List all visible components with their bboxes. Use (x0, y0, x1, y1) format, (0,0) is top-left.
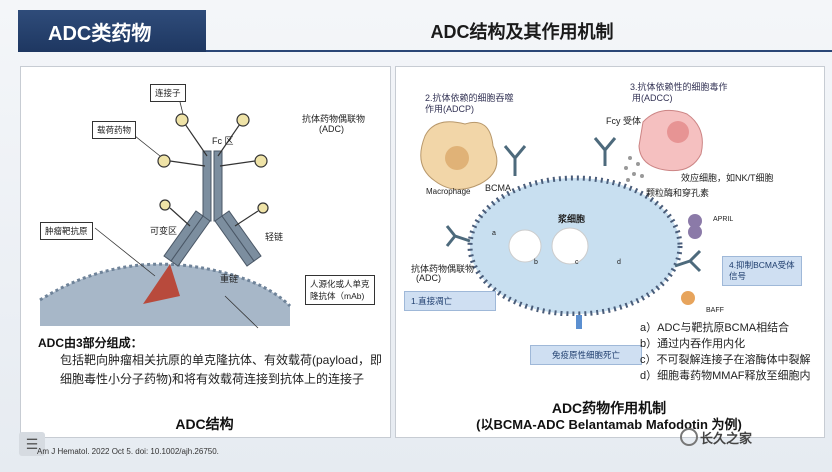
label-macrophage: Macrophage (426, 187, 471, 196)
page-title: ADC结构及其作用机制 (430, 22, 614, 42)
label-step-d: d (617, 259, 621, 266)
header-rule (206, 50, 832, 52)
label-fc: Fc 区 (212, 136, 234, 146)
right-caption: ADC药物作用机制 (551, 400, 667, 416)
effector-cell-shape (638, 109, 703, 172)
box-direct-apoptosis: 1.直接凋亡 (404, 291, 496, 311)
menu-icon[interactable]: ☰ (19, 432, 45, 456)
label-bcma: BCMA (485, 183, 512, 193)
label-baff: BAFF (706, 307, 724, 314)
label-april: APRIL (713, 216, 734, 223)
tumor-antigen-shape (143, 264, 180, 304)
desc-text: 包括靶向肿瘤相关抗原的单克隆抗体、有效载荷(payload，即细胞毒性小分子药物… (60, 353, 383, 386)
label-step-c: c (575, 259, 579, 266)
label-adc-name: 抗体药物偶联物 (302, 114, 366, 124)
label-adcc-1: 3.抗体依赖性的细胞毒作 (630, 82, 728, 92)
label-plasma-cell: 浆细胞 (558, 214, 586, 224)
watermark: 长久之家 (700, 431, 753, 446)
label-granzyme: 颗粒酶和穿孔素 (646, 188, 710, 198)
left-caption: ADC结构 (175, 416, 234, 432)
box-immunogenic-death: 免疫原性细胞死亡 (530, 345, 642, 365)
april-shape (688, 214, 702, 228)
label-adc-abbr: (ADC) (319, 124, 344, 134)
label-fcy: Fcy 受体 (606, 116, 641, 126)
label-adcp-1: 2.抗体依赖的细胞吞噬 (425, 93, 514, 103)
label-heavy-chain: 重链 (220, 274, 239, 284)
label-adc-1: 抗体药物偶联物 (411, 264, 475, 274)
watermark-logo-icon (680, 428, 698, 446)
step-a: a）ADC与靶抗原BCMA相结合 (640, 322, 790, 334)
step-d: d）细胞毒药物MMAF释放至细胞内 (640, 370, 811, 382)
label-light-chain: 轻链 (265, 232, 284, 242)
step-c: c）不可裂解连接子在溶酶体中裂解 (640, 354, 811, 366)
label-mab: 人源化或人单克 隆抗体（mAb) (305, 275, 375, 305)
step-b: b）通过内吞作用内化 (640, 338, 746, 350)
adc-structure-panel (20, 66, 391, 438)
right-caption-sub: (以BCMA-ADC Belantamab Mafodotin 为例) (476, 417, 742, 432)
baff-shape (681, 291, 695, 305)
label-adcp-2: 作用(ADCP) (425, 104, 474, 114)
label-adcc-2: 用(ADCC) (632, 93, 673, 103)
adc-structure-diagram (39, 93, 292, 329)
citation: Am J Hematol. 2022 Oct 5. doi: 10.1002/a… (37, 447, 219, 456)
desc-title: ADC由3部分组成： (38, 336, 143, 350)
label-variable-region: 可变区 (150, 226, 178, 236)
label-linker: 连接子 (150, 84, 186, 102)
mechanism-diagram (420, 109, 703, 316)
label-step-b: b (534, 259, 538, 266)
label-tumor-antigen: 肿瘤靶抗原 (40, 222, 93, 240)
label-payload: 载荷药物 (92, 121, 137, 139)
box-block-bcma: 4.抑制BCMA受体 信号 (722, 256, 802, 286)
left-title-banner: ADC类药物 (18, 10, 206, 52)
label-step-a: a (492, 230, 496, 237)
label-adc-2: (ADC) (416, 273, 441, 283)
mechanism-steps: a）ADC与靶抗原BCMA相结合 b）通过内吞作用内化 c）不可裂解连接子在溶酶… (640, 320, 811, 384)
label-effector: 效应细胞，如NK/T细胞 (681, 173, 774, 183)
arrow-down-icon (576, 315, 582, 329)
